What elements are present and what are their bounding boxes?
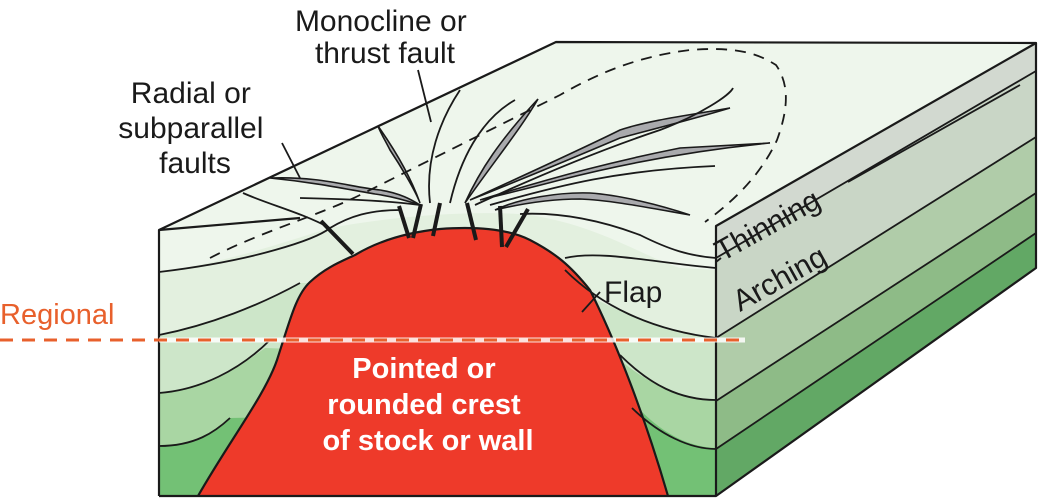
label-flap: Flap	[604, 276, 662, 309]
salt-outline	[197, 226, 670, 497]
side-layer-5	[716, 233, 1036, 495]
side-layer-4	[716, 193, 1036, 449]
label-regional: Regional	[0, 299, 114, 331]
side-face	[716, 43, 1036, 495]
side-layer-1	[716, 43, 1036, 258]
label-crest: Pointed or rounded crest of stock or wal…	[322, 353, 533, 457]
deformation-zone-outline	[209, 48, 787, 259]
side-layer-2	[716, 71, 1036, 338]
salt-stock	[198, 228, 668, 496]
radial-faults	[242, 87, 771, 229]
label-monocline: Monocline or thrust fault	[295, 5, 475, 70]
label-radial-faults: Radial or subparallel faults	[118, 77, 271, 180]
block-outline	[157, 40, 1038, 498]
top-surface	[159, 42, 1036, 230]
side-layer-3	[716, 137, 1036, 401]
leader-lines	[281, 69, 1021, 313]
front-layer-boundaries	[158, 209, 717, 450]
